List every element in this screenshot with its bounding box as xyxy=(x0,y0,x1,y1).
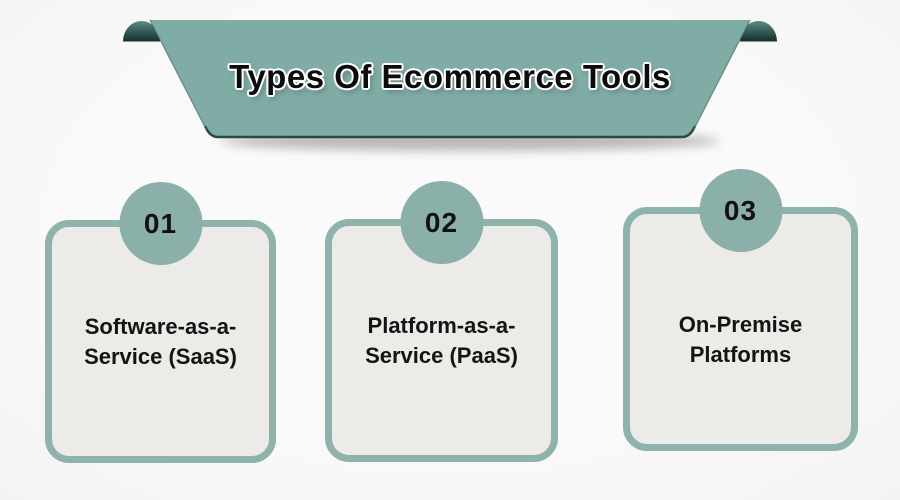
card-number-badge: 02 xyxy=(400,181,483,264)
card-number-badge: 01 xyxy=(119,182,202,265)
card-number-badge: 03 xyxy=(699,169,782,252)
card-paas: 02 Platform-as-a- Service (PaaS) xyxy=(325,181,558,462)
banner-slab xyxy=(150,20,750,137)
card-on-premise: 03 On-Premise Platforms xyxy=(623,169,858,451)
page-title: Types Of Ecommerce Tools xyxy=(229,58,671,95)
card-saas: 01 Software-as-a- Service (SaaS) xyxy=(45,182,276,463)
banner-right-edge xyxy=(692,19,751,131)
banner-curl-left xyxy=(123,21,160,42)
banner-bottom-edge xyxy=(204,125,696,139)
banner-ribbon xyxy=(123,19,777,151)
banner-left-edge xyxy=(149,19,208,131)
card-label: Platform-as-a- Service (PaaS) xyxy=(365,312,518,368)
card-label: On-Premise Platforms xyxy=(678,312,803,367)
banner-curl-right xyxy=(740,21,777,42)
card-label: Software-as-a- Service (SaaS) xyxy=(84,313,237,369)
